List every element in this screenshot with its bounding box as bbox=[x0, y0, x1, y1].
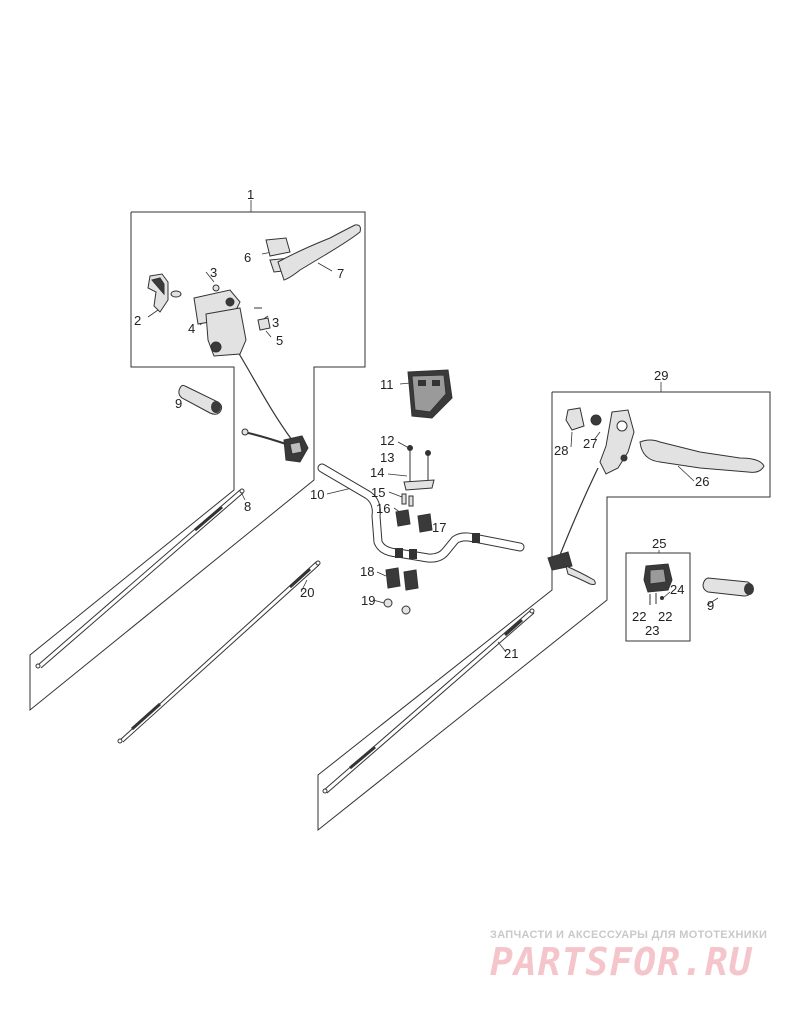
callout-8: 8 bbox=[244, 499, 251, 514]
group-29-outline bbox=[317, 391, 771, 832]
callout-19: 19 bbox=[361, 593, 375, 608]
watermark-brand: PARTSFOR.RU bbox=[490, 940, 753, 984]
callout-18: 18 bbox=[360, 564, 374, 579]
callout-20: 20 bbox=[300, 585, 314, 600]
upper-clamp bbox=[407, 369, 453, 419]
brake-master-cylinder bbox=[147, 224, 361, 357]
callout-1: 1 bbox=[247, 187, 254, 202]
callout-27: 27 bbox=[583, 436, 597, 451]
callout-7: 7 bbox=[337, 266, 344, 281]
callout-15: 15 bbox=[371, 485, 385, 500]
callout-9-right: 9 bbox=[707, 598, 714, 613]
callout-28: 28 bbox=[554, 443, 568, 458]
callout-14: 14 bbox=[370, 465, 384, 480]
callout-29: 29 bbox=[654, 368, 668, 383]
grip-left bbox=[178, 384, 223, 415]
group-1-outline bbox=[29, 211, 366, 712]
callout-23: 23 bbox=[645, 623, 659, 638]
callout-12: 12 bbox=[380, 433, 394, 448]
lower-brake-assembly bbox=[241, 428, 309, 463]
callout-4: 4 bbox=[188, 321, 195, 336]
callout-17: 17 bbox=[432, 520, 446, 535]
callout-26: 26 bbox=[695, 474, 709, 489]
grip-right bbox=[702, 577, 754, 597]
callout-3-lower: 3 bbox=[272, 315, 279, 330]
callout-16: 16 bbox=[376, 501, 390, 516]
callout-22-left: 22 bbox=[632, 609, 646, 624]
callout-9-left: 9 bbox=[175, 396, 182, 411]
callout-22-right: 22 bbox=[658, 609, 672, 624]
watermark-tagline: ЗАПЧАСТИ И АКСЕССУАРЫ ДЛЯ МОТОТЕХНИКИ bbox=[490, 929, 768, 941]
callout-24: 24 bbox=[670, 582, 684, 597]
callout-2: 2 bbox=[134, 313, 141, 328]
clutch-lever-assembly bbox=[565, 407, 765, 475]
callout-11: 11 bbox=[380, 377, 394, 392]
lower-clutch-lever bbox=[547, 551, 596, 585]
callout-10: 10 bbox=[310, 487, 324, 502]
callout-25: 25 bbox=[652, 536, 666, 551]
group-25-outline bbox=[625, 552, 691, 642]
callout-3-upper: 3 bbox=[210, 265, 217, 280]
handlebar bbox=[317, 463, 525, 563]
handlebar-switch bbox=[643, 563, 673, 605]
callout-6: 6 bbox=[244, 250, 251, 265]
callout-13: 13 bbox=[380, 450, 394, 465]
callout-21: 21 bbox=[504, 646, 518, 661]
callout-5: 5 bbox=[276, 333, 283, 348]
